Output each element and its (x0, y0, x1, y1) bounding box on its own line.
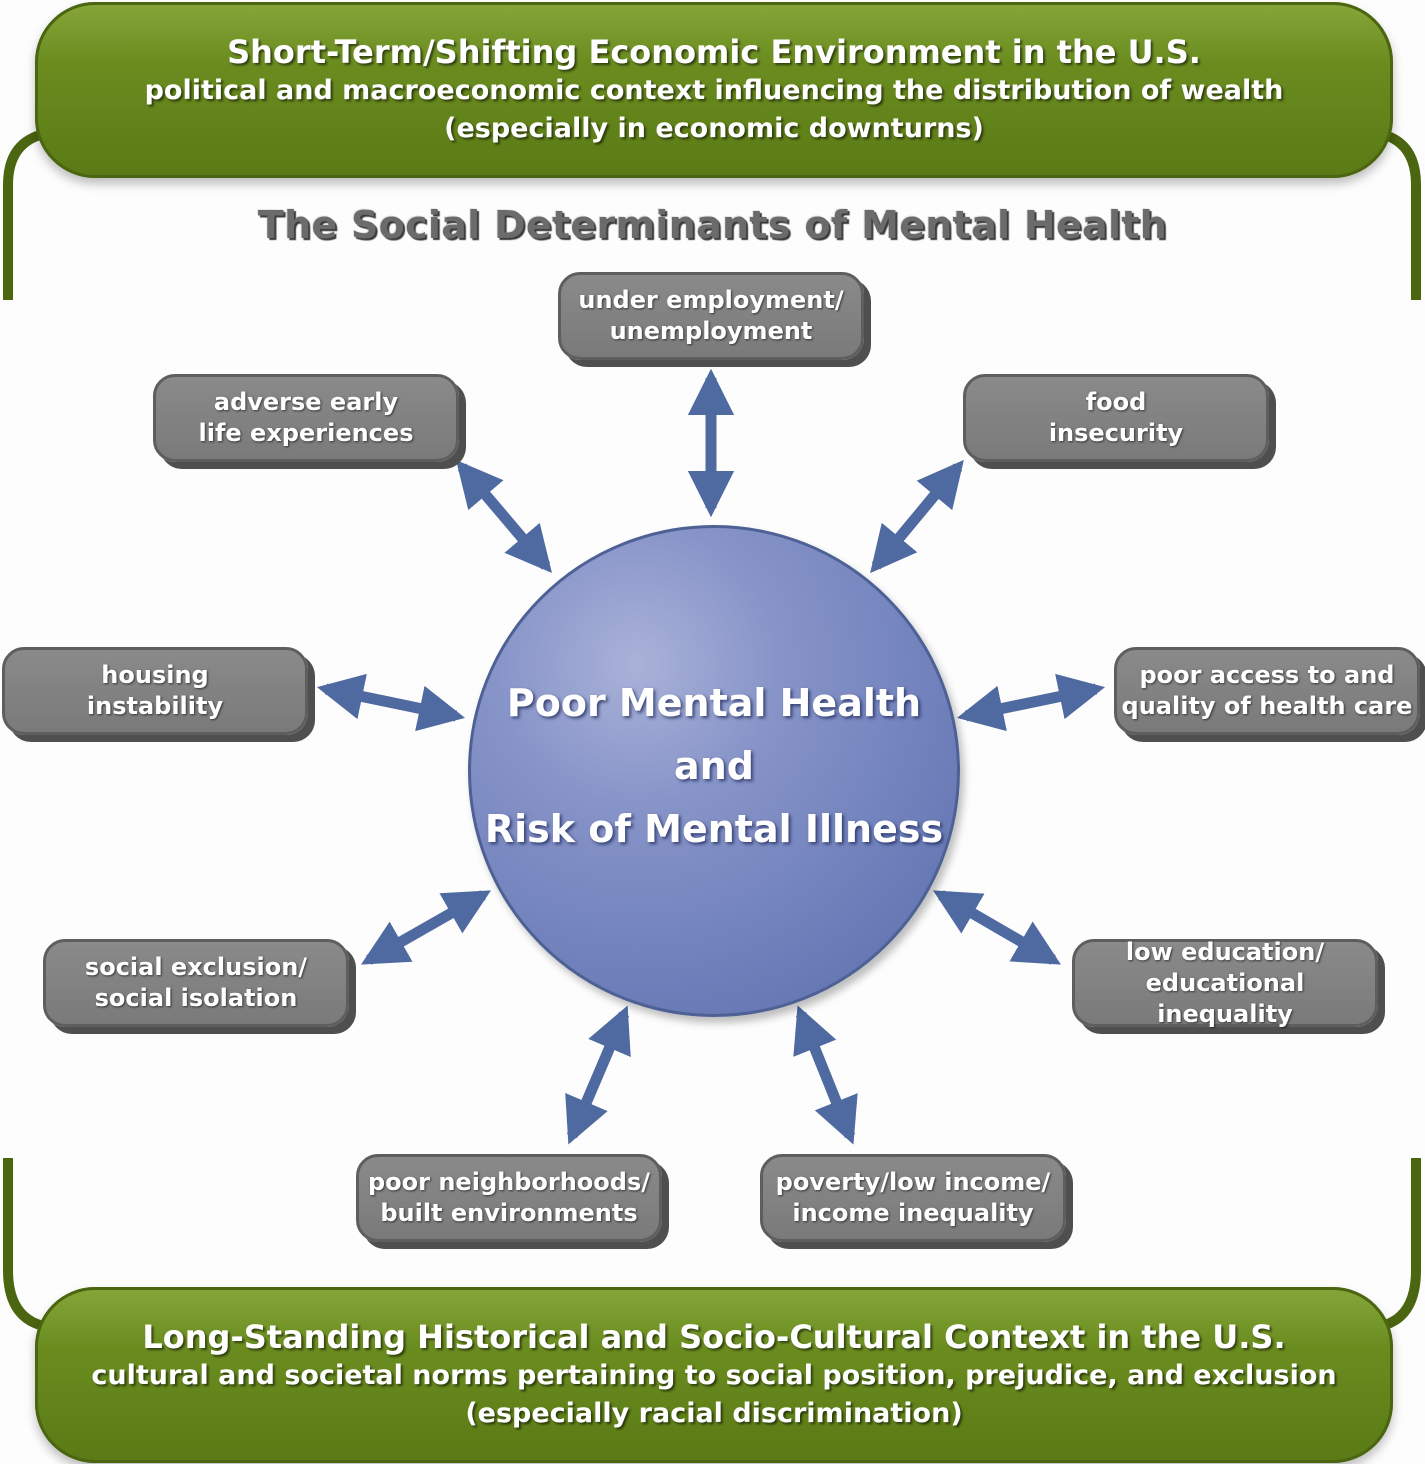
node-poverty: poverty/low income/ income inequality (760, 1154, 1066, 1242)
node-health-care-label: poor access to and quality of health car… (1121, 661, 1413, 720)
arrow-education (933, 890, 1061, 965)
arrow-neighborhoods (565, 1005, 631, 1145)
arrow-exclusion (360, 890, 492, 965)
node-health-care: poor access to and quality of health car… (1114, 647, 1420, 735)
node-food: food insecurity (963, 374, 1269, 462)
center-label: Poor Mental Health and Risk of Mental Il… (468, 672, 960, 861)
node-education: low education/ educational inequality (1072, 937, 1378, 1028)
bottom-banner: Long-Standing Historical and Socio-Cultu… (35, 1287, 1393, 1463)
node-poverty-label: poverty/low income/ income inequality (775, 1168, 1051, 1227)
bottom-banner-note: (especially racial discrimination) (465, 1398, 963, 1429)
node-food-label: food insecurity (1048, 388, 1184, 447)
center-label-line1: Poor Mental Health (506, 681, 922, 725)
center-label-line2: and (674, 744, 754, 788)
node-neighborhoods-label: poor neighborhoods/ built environments (368, 1168, 650, 1227)
center-label-line3: Risk of Mental Illness (484, 807, 944, 851)
arrow-housing (316, 673, 466, 732)
top-banner-note: (especially in economic downturns) (444, 113, 984, 144)
frame-left-bottom (3, 1158, 42, 1330)
top-banner-title: Short-Term/Shifting Economic Environment… (227, 33, 1201, 71)
bottom-banner-subtitle: cultural and societal norms pertaining t… (91, 1360, 1337, 1391)
node-housing: housing instability (2, 647, 308, 735)
top-banner: Short-Term/Shifting Economic Environment… (35, 2, 1393, 178)
top-banner-subtitle: political and macroeconomic context infl… (144, 75, 1284, 106)
node-education-label: low education/ educational inequality (1125, 937, 1325, 1028)
node-neighborhoods: poor neighborhoods/ built environments (356, 1154, 662, 1242)
arrow-early-life (456, 459, 552, 574)
frame-right-bottom (1383, 1158, 1421, 1330)
node-early-life-label: adverse early life experiences (198, 388, 414, 447)
diagram-title: The Social Determinants of Mental Health (257, 203, 1168, 247)
arrow-food (870, 459, 964, 574)
arrow-poverty (793, 1005, 858, 1145)
node-employment-label: under employment/ unemployment (578, 286, 844, 345)
bottom-banner-title: Long-Standing Historical and Socio-Cultu… (142, 1318, 1286, 1356)
arrow-health-care (956, 673, 1106, 732)
center-circle (468, 525, 960, 1017)
node-early-life: adverse early life experiences (153, 374, 459, 462)
node-housing-label: housing instability (86, 661, 224, 720)
node-exclusion: social exclusion/ social isolation (43, 939, 349, 1027)
frame-right-top (1383, 130, 1421, 300)
frame-left-top (3, 130, 42, 300)
node-exclusion-label: social exclusion/ social isolation (84, 953, 308, 1012)
node-employment: under employment/ unemployment (558, 272, 864, 360)
